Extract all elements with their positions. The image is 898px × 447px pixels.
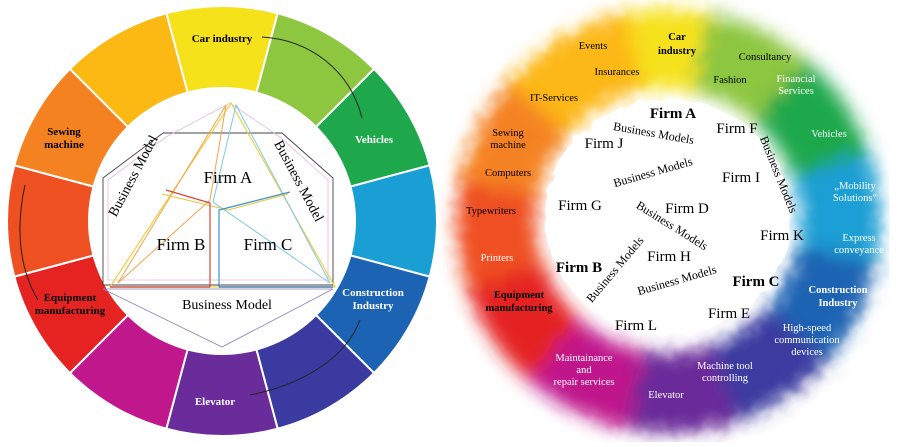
car-vehicles-connector: [261, 36, 363, 119]
sewing-equipment-connector: [19, 184, 39, 301]
left-business-model-bottom: Business Model: [182, 298, 272, 313]
left-wheel-center: [88, 87, 356, 355]
left-label-car-industry: Car industry: [192, 33, 253, 45]
right-firm-i: Firm I: [722, 170, 760, 186]
bottom-business-model-region: [102, 288, 334, 348]
left-color-wheel: Firm A Firm B Firm C Business Model Busi…: [6, 5, 438, 437]
right-firm-l: Firm L: [615, 318, 657, 334]
right-firm-d: Firm D: [665, 201, 709, 217]
right-label-elevator: Elevator: [648, 390, 684, 401]
firm-b-divider: [165, 189, 211, 287]
right-firm-a: Firm A: [650, 106, 696, 122]
firm-b-triangle: [117, 104, 227, 284]
right-firm-g: Firm G: [558, 198, 602, 214]
right-label-printers: Printers: [481, 253, 514, 264]
right-label-vehicles: Vehicles: [811, 129, 847, 140]
right-firm-j: Firm J: [585, 136, 624, 152]
right-firm-k: Firm K: [760, 228, 804, 244]
firm-c-divider: [218, 191, 291, 287]
right-label-insurances: Insurances: [595, 67, 640, 78]
right-label-fashion: Fashion: [713, 75, 747, 86]
left-wheel-segments: [6, 5, 438, 437]
construction-elevator-connector: [249, 319, 361, 396]
right-firm-e: Firm E: [708, 306, 750, 322]
business-model-outline: [107, 102, 329, 281]
left-firm-c: Firm C: [244, 235, 293, 254]
right-ring-center: [545, 99, 791, 335]
right-label-consultancy: Consultancy: [739, 52, 792, 63]
right-firm-c: Firm C: [732, 274, 779, 290]
right-firm-h: Firm H: [647, 249, 691, 265]
right-label-computers: Computers: [485, 168, 531, 179]
right-label-events: Events: [579, 41, 608, 52]
right-firm-f: Firm F: [716, 121, 757, 137]
business-model-boundary: [102, 132, 334, 286]
right-ring-body: [455, 9, 881, 434]
right-ring-segment: [508, 12, 643, 135]
right-label-it-services: IT-Services: [530, 93, 578, 104]
firm-a-base: [161, 193, 289, 211]
left-firm-b: Firm B: [157, 235, 206, 254]
right-firm-b: Firm B: [556, 260, 602, 276]
left-label-elevator: Elevator: [195, 396, 235, 408]
right-label-typewriters: Typewriters: [466, 206, 516, 217]
left-firm-a: Firm A: [204, 168, 253, 187]
left-label-vehicles: Vehicles: [355, 134, 394, 146]
